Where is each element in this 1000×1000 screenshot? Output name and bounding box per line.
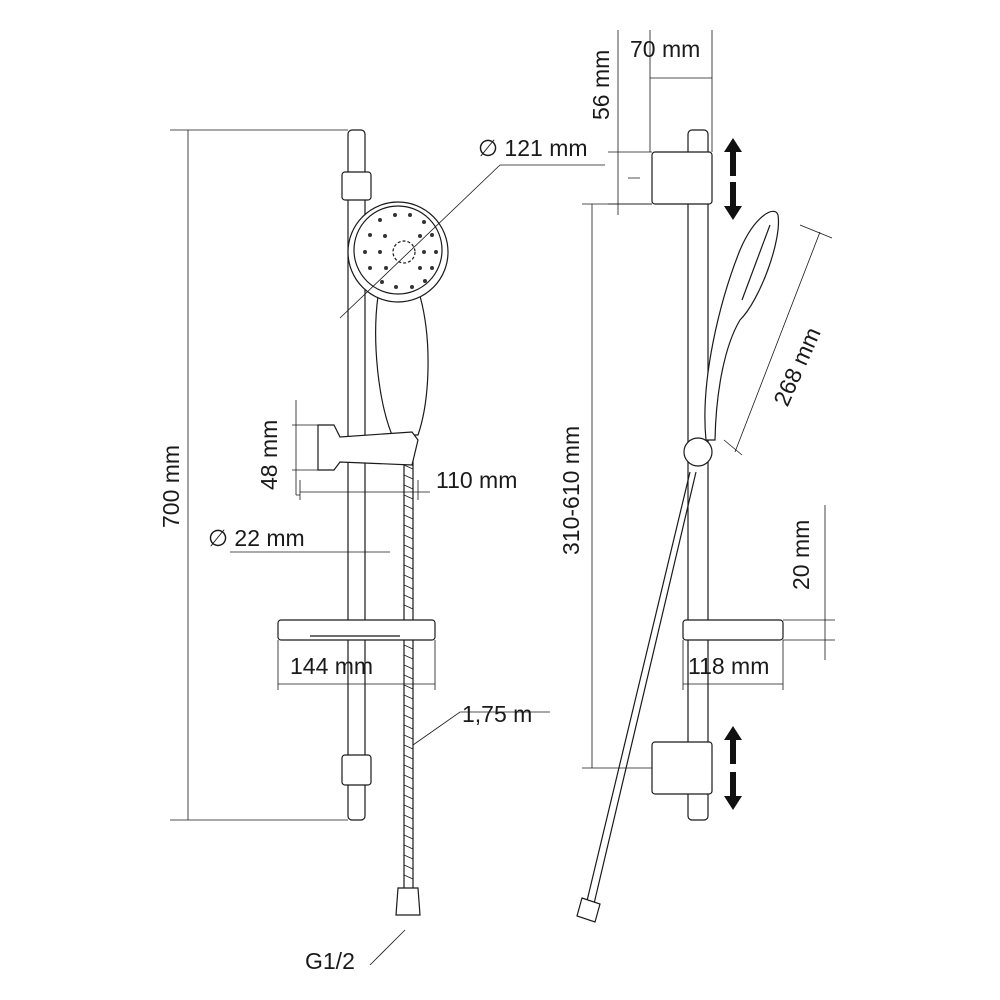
front-view bbox=[170, 129, 605, 966]
soap-dish-width-label: 144 mm bbox=[290, 653, 374, 679]
hand-shower-handle-front bbox=[375, 295, 429, 436]
upper-wall-bracket-front bbox=[341, 171, 372, 201]
holder-projection-label: 110 mm bbox=[436, 467, 518, 493]
head-diameter-label: ∅ 121 mm bbox=[478, 135, 588, 161]
bracket-spacing-label: 310-610 mm bbox=[558, 425, 584, 555]
hose-front bbox=[403, 440, 414, 888]
hose-side bbox=[585, 471, 697, 909]
adjust-arrows bbox=[724, 138, 742, 810]
arrow-up-icon bbox=[724, 726, 742, 764]
bracket-depth-label: 70 mm bbox=[630, 36, 701, 62]
arrow-down-icon bbox=[724, 772, 742, 810]
hose-connector-front bbox=[395, 887, 421, 916]
shower-head-front bbox=[347, 201, 449, 303]
upper-wall-bracket-side bbox=[651, 151, 713, 205]
slider-holder-front bbox=[317, 424, 419, 471]
rail-diameter-label: ∅ 22 mm bbox=[208, 525, 305, 551]
rail-side bbox=[687, 129, 709, 821]
holder-height-label: 48 mm bbox=[256, 419, 282, 490]
side-view bbox=[576, 30, 835, 923]
bracket-height-label: 56 mm bbox=[588, 49, 614, 120]
soap-dish-side bbox=[682, 619, 784, 641]
slider-ball-side bbox=[683, 437, 713, 467]
rail-length-label: 700 mm bbox=[158, 444, 184, 528]
rail-front bbox=[347, 129, 366, 821]
arrow-down-icon bbox=[724, 182, 742, 220]
hose-connector-side bbox=[576, 897, 601, 923]
hand-shower-side bbox=[704, 210, 780, 441]
soap-dish-depth-label: 118 mm bbox=[688, 653, 770, 679]
arrow-up-icon bbox=[724, 138, 742, 176]
hose-length-label: 1,75 m bbox=[462, 701, 533, 727]
soap-dish-height-label: 20 mm bbox=[788, 519, 814, 590]
lower-wall-bracket-side bbox=[651, 741, 713, 795]
soap-dish-front bbox=[277, 619, 436, 641]
lower-wall-bracket-front bbox=[341, 754, 372, 786]
connection-thread-label: G1/2 bbox=[305, 948, 355, 974]
